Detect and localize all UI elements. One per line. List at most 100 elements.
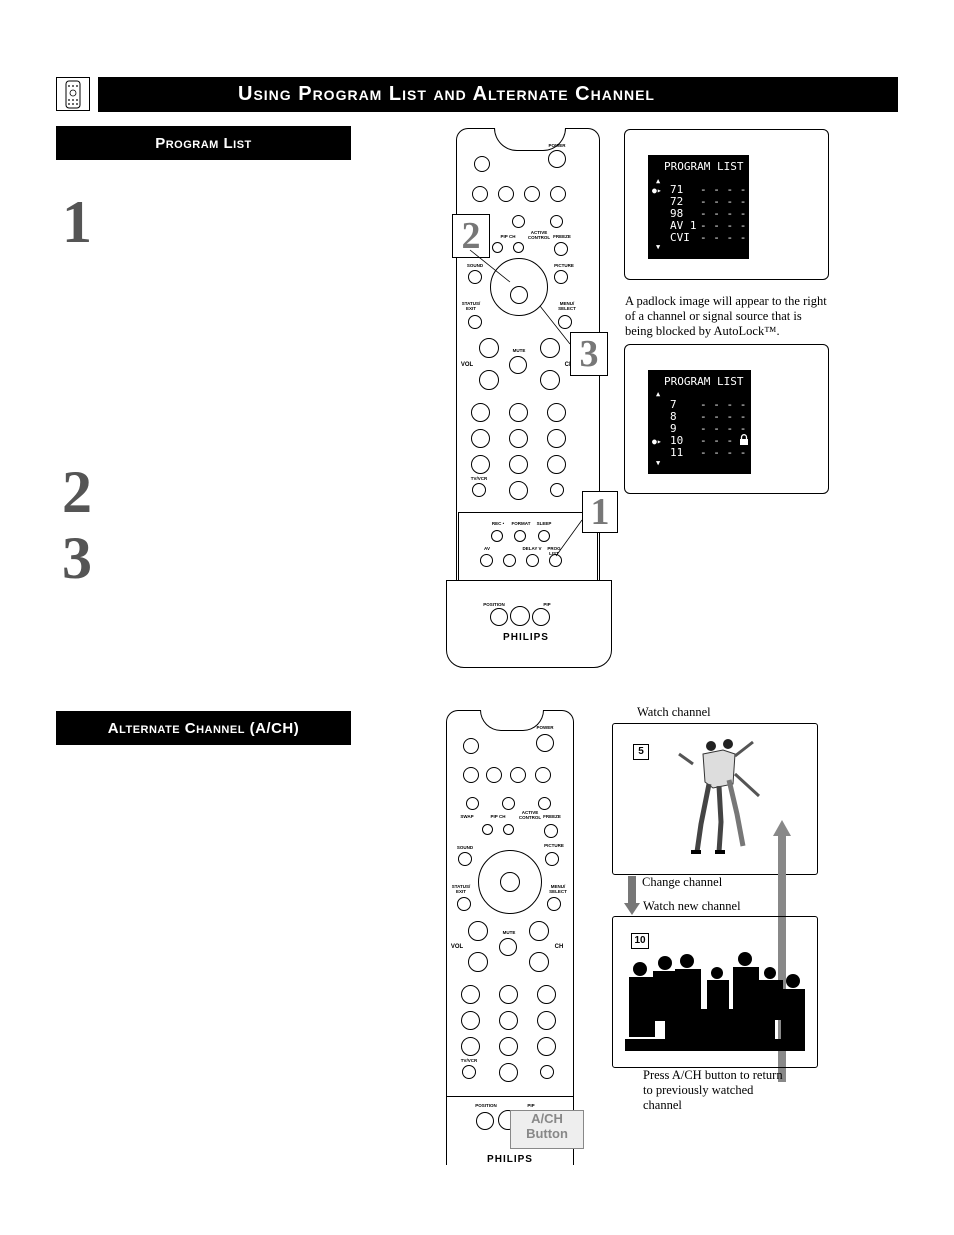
digit-button[interactable]: [471, 455, 490, 474]
surf-button[interactable]: [550, 483, 564, 497]
sap-button[interactable]: [491, 530, 503, 542]
program-list-screen-frame-locked: PROGRAM LIST ▲ 7 - - - - - 8 - - - - - 9…: [624, 344, 829, 494]
ach-button[interactable]: [472, 483, 486, 497]
program-list-screen-frame: PROGRAM LIST ▲ ●▸ 71 - - - - - 72 - - - …: [624, 129, 829, 280]
tv-button[interactable]: [466, 797, 479, 810]
digit-0-button[interactable]: [509, 481, 528, 500]
mute-label: MUTE: [512, 348, 526, 353]
surf-button[interactable]: [540, 1065, 554, 1079]
pip-up-button[interactable]: [503, 824, 514, 835]
volume-down-button[interactable]: [479, 370, 499, 390]
digit-button[interactable]: [509, 429, 528, 448]
picture-button[interactable]: [545, 852, 559, 866]
change-channel-label: Change channel: [642, 875, 723, 889]
volume-up-button[interactable]: [468, 921, 488, 941]
digit-button[interactable]: [537, 1037, 556, 1056]
up-arrow-shaft: [778, 836, 786, 1082]
digit-button[interactable]: [499, 1011, 518, 1030]
vcr-button[interactable]: [502, 797, 515, 810]
stop-button[interactable]: [498, 186, 514, 202]
play-button[interactable]: [510, 767, 526, 783]
philips-logo: PHILIPS: [503, 632, 549, 643]
ok-button[interactable]: [500, 872, 520, 892]
page-title: Using Program List and Alternate Channel: [98, 77, 898, 112]
volume-down-button[interactable]: [468, 952, 488, 972]
volume-up-button[interactable]: [479, 338, 499, 358]
sound-button[interactable]: [458, 852, 472, 866]
power-button[interactable]: [548, 150, 566, 168]
ach-button-callout: A/CH Button: [510, 1110, 584, 1149]
freeze-button[interactable]: [554, 242, 568, 256]
ok-button[interactable]: [510, 286, 528, 304]
menu-select-button[interactable]: [558, 315, 572, 329]
pip-button[interactable]: [532, 608, 550, 626]
rewind-button[interactable]: [472, 186, 488, 202]
channel-up-button[interactable]: [529, 921, 549, 941]
digit-button[interactable]: [471, 429, 490, 448]
digit-button[interactable]: [499, 1037, 518, 1056]
pause-button[interactable]: [463, 738, 479, 754]
press-ach-instruction: Press A/CH button to return to previousl…: [643, 1068, 783, 1112]
digit-button[interactable]: [461, 1037, 480, 1056]
channel-down-button[interactable]: [540, 370, 560, 390]
position-button[interactable]: [490, 608, 508, 626]
menu-select-button[interactable]: [547, 897, 561, 911]
status-exit-label: STATUS/ EXIT: [461, 301, 481, 311]
acc-button[interactable]: [538, 797, 551, 810]
freeze-button[interactable]: [544, 824, 558, 838]
section-title-alternate-channel: Alternate Channel (A/CH): [56, 711, 351, 745]
digit-button[interactable]: [461, 985, 480, 1004]
av-label: AV: [484, 546, 490, 551]
channel-up-button[interactable]: [540, 338, 560, 358]
digit-0-button[interactable]: [499, 1063, 518, 1082]
digit-button[interactable]: [509, 455, 528, 474]
pip-down-button[interactable]: [482, 824, 493, 835]
pip-down-button[interactable]: [492, 242, 503, 253]
pause-button[interactable]: [474, 156, 490, 172]
prog-list-button[interactable]: [549, 554, 562, 567]
digit-button[interactable]: [499, 985, 518, 1004]
channel-entry: 71: [670, 183, 684, 196]
digit-button[interactable]: [547, 455, 566, 474]
status-exit-button[interactable]: [468, 315, 482, 329]
power-button[interactable]: [536, 734, 554, 752]
fast-forward-button[interactable]: [550, 186, 566, 202]
rewind-button[interactable]: [463, 767, 479, 783]
ch-label: CH: [564, 362, 574, 368]
fast-forward-button[interactable]: [535, 767, 551, 783]
acc-button[interactable]: [550, 215, 563, 228]
light-button[interactable]: [510, 606, 530, 626]
mute-button[interactable]: [499, 938, 517, 956]
stop-button[interactable]: [486, 767, 502, 783]
pip-up-button[interactable]: [513, 242, 524, 253]
format-button[interactable]: [514, 530, 526, 542]
status-exit-button[interactable]: [457, 897, 471, 911]
prog-list-label: PROG LIST: [547, 546, 561, 556]
digit-button[interactable]: [471, 403, 490, 422]
delay-button[interactable]: [526, 554, 539, 567]
digit-button[interactable]: [537, 985, 556, 1004]
vcr-button[interactable]: [512, 215, 525, 228]
picture-button[interactable]: [554, 270, 568, 284]
channel-entry: 72: [670, 195, 684, 208]
digit-button[interactable]: [547, 403, 566, 422]
sleep-button[interactable]: [538, 530, 550, 542]
play-button[interactable]: [524, 186, 540, 202]
digit-button[interactable]: [537, 1011, 556, 1030]
digit-button[interactable]: [547, 429, 566, 448]
digit-button[interactable]: [509, 403, 528, 422]
mute-button[interactable]: [509, 356, 527, 374]
pip-label: PIP: [543, 602, 551, 607]
remote-base: [446, 580, 612, 668]
ach-button[interactable]: [462, 1065, 476, 1079]
position-button[interactable]: [476, 1112, 494, 1130]
channel-down-button[interactable]: [529, 952, 549, 972]
channel-entry: CVI: [670, 231, 690, 244]
digit-button[interactable]: [461, 1011, 480, 1030]
av-button[interactable]: [480, 554, 493, 567]
step-number-3: 3: [62, 525, 92, 591]
joystick-button[interactable]: [503, 554, 516, 567]
sound-button[interactable]: [468, 270, 482, 284]
sound-label: SOUND: [466, 263, 484, 268]
picture-label: PICTURE: [554, 263, 574, 268]
